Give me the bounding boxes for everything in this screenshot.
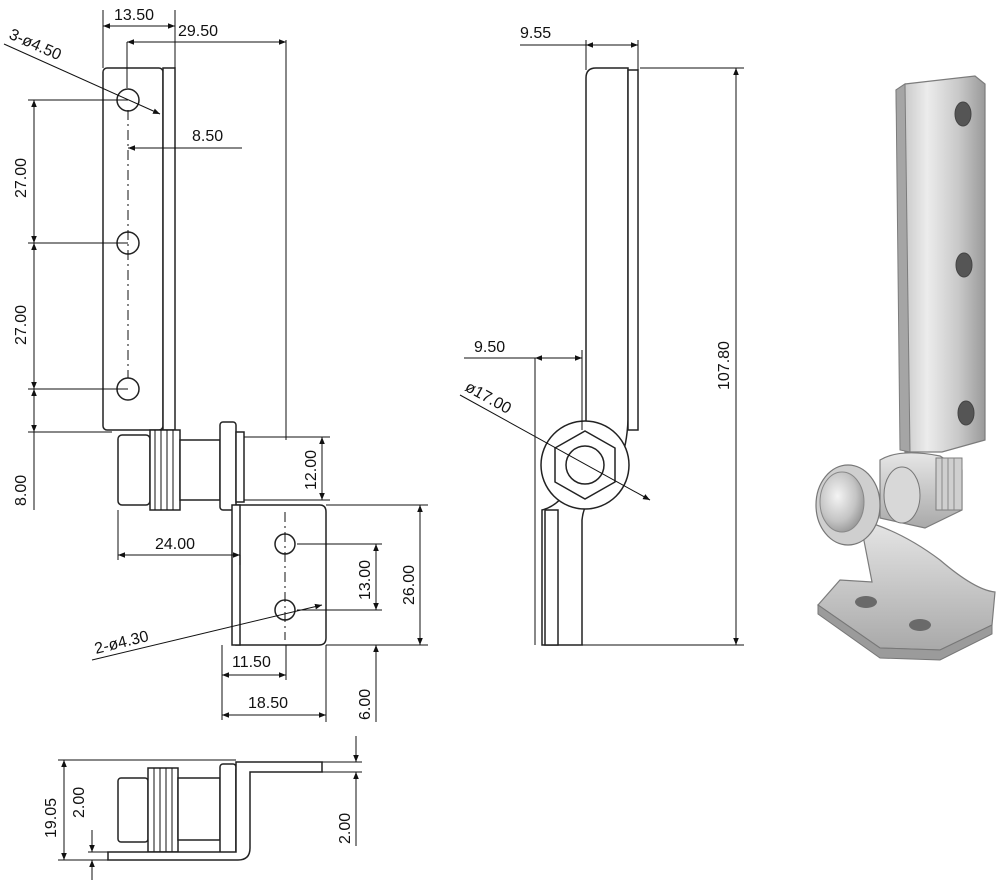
dim-front-barrel-reach: 24.00	[155, 536, 195, 553]
dim-front-pitch-1: 27.00	[13, 158, 30, 198]
dim-front-pitch-2: 27.00	[13, 305, 30, 345]
dim-bracket-pitch: 13.00	[357, 560, 374, 600]
front-washer	[235, 431, 245, 503]
bottom-view: 19.05 2.00 2.00	[43, 736, 362, 880]
dim-bracket-height: 26.00	[401, 565, 418, 605]
side-view: 9.55 107.80 9.50 ø17.00	[459, 25, 744, 646]
dim-bracket-hole-offset: 11.50	[232, 654, 271, 671]
dim-front-barrel-height: 12.00	[303, 450, 320, 490]
dim-side-barrel-dia: ø17.00	[462, 379, 514, 418]
dim-front-bottom-gap: 8.00	[13, 475, 30, 506]
dim-front-top-width: 13.50	[114, 7, 154, 24]
dim-front-overall-width: 29.50	[178, 23, 218, 40]
front-plate-edge	[162, 67, 176, 431]
dim-front-hole-offset: 8.50	[192, 128, 223, 145]
dim-side-offset: 9.50	[474, 339, 505, 356]
front-view: 13.50 29.50 3-ø4.50 8.50 27.00 27.00 8.0…	[3, 7, 428, 722]
front-cap	[219, 421, 237, 511]
hinge-product-photo	[815, 75, 996, 661]
dim-bracket-width: 18.50	[248, 695, 288, 712]
dim-bottom-thickness-1: 2.00	[71, 787, 88, 818]
front-nut	[117, 434, 151, 506]
dim-bottom-thickness-2: 2.00	[337, 813, 354, 844]
dim-side-top: 9.55	[520, 25, 551, 42]
dim-bracket-bottom: 6.00	[357, 689, 374, 720]
dim-side-overall-height: 107.80	[716, 341, 733, 390]
dim-bottom-overall: 19.05	[43, 798, 60, 838]
front-shaft	[179, 439, 221, 501]
front-bracket	[235, 504, 327, 646]
